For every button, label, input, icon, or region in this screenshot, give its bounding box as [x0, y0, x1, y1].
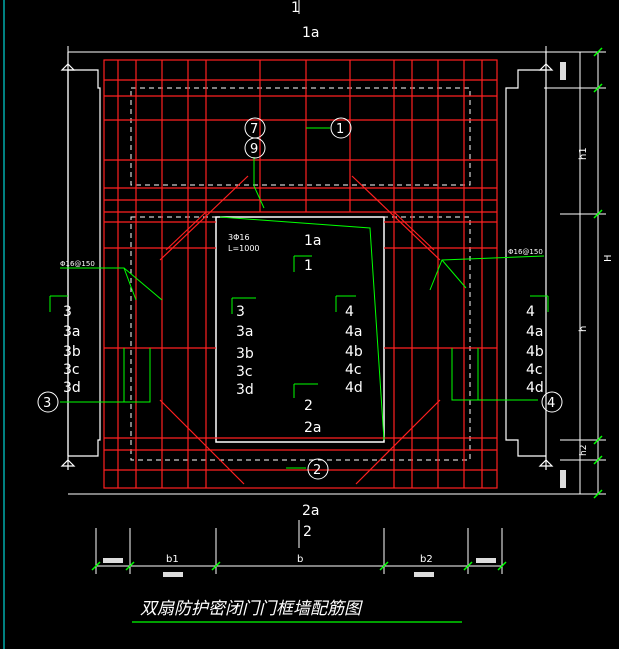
svg-text:4d: 4d: [526, 380, 544, 396]
center-1a-label: 1a: [304, 233, 322, 249]
callout-7-text: 7: [250, 122, 258, 137]
bottom-2a-label: 2a: [302, 503, 320, 519]
bar-size-note: 3Φ16: [228, 233, 250, 242]
callout-9-circle: [244, 137, 266, 159]
bar-length-note: L=1000: [228, 244, 260, 253]
inner-2-label: 2: [304, 398, 313, 414]
top-axis-1-label: 1: [291, 0, 300, 16]
dim-b-label: b: [297, 554, 303, 565]
callout-4-circle: [541, 391, 563, 413]
right-dimension-ticks: [593, 47, 603, 499]
svg-text:4b: 4b: [526, 344, 544, 360]
callout-1-circle: [330, 117, 352, 139]
svg-text:3a: 3a: [236, 324, 254, 340]
callout-1-text: 1: [336, 122, 344, 137]
svg-text:3b: 3b: [63, 344, 81, 360]
svg-text:3: 3: [63, 304, 72, 320]
dim-b2-label: b2: [420, 554, 433, 565]
inner-2a-label: 2a: [304, 420, 322, 436]
drawing-title: 双扇防护密闭门门框墙配筋图: [140, 599, 363, 619]
center-1-label: 1: [304, 258, 313, 274]
svg-text:3c: 3c: [63, 362, 80, 378]
door-opening: [215, 216, 385, 443]
dim-h-label: h: [578, 326, 589, 332]
svg-text:3d: 3d: [63, 380, 81, 396]
bottom-2-label: 2: [303, 524, 312, 540]
dashed-outline: [130, 87, 471, 461]
wall-outline: [60, 52, 554, 470]
svg-text:4c: 4c: [526, 362, 543, 378]
dim-h2-label: h2: [579, 445, 589, 456]
callout-3-text: 3: [43, 396, 51, 411]
svg-text:3b: 3b: [236, 346, 254, 362]
dim-H-label: H: [603, 254, 614, 262]
center-left-label-group: 3 3a 3b 3c 3d: [236, 304, 254, 398]
svg-text:4a: 4a: [345, 324, 363, 340]
callout-9-text: 9: [250, 142, 258, 157]
left-label-group: 3 3a 3b 3c 3d: [63, 304, 81, 396]
right-label-group: 4 4a 4b 4c 4d: [526, 304, 544, 396]
svg-text:3d: 3d: [236, 382, 254, 398]
top-axis-1a-label: 1a: [302, 25, 320, 41]
svg-text:4a: 4a: [526, 324, 544, 340]
callout-2-text: 2: [313, 463, 321, 478]
small-note-blocks: [103, 62, 566, 577]
svg-text:4d: 4d: [345, 380, 363, 396]
rebar-grid: [103, 59, 498, 489]
bottom-dimension-ticks: [91, 561, 507, 571]
callout-circles: [37, 117, 563, 480]
leader-lines: [49, 127, 549, 469]
dim-h1-label: h1: [578, 147, 589, 160]
callout-3-circle: [37, 391, 59, 413]
svg-text:4c: 4c: [345, 362, 362, 378]
dim-b1-label: b1: [166, 554, 179, 565]
callout-4-text: 4: [547, 396, 555, 411]
svg-text:4b: 4b: [345, 344, 363, 360]
left-spacing-note: Φ16@150: [60, 260, 95, 268]
svg-text:3: 3: [236, 304, 245, 320]
center-right-label-group: 4 4a 4b 4c 4d: [345, 304, 363, 396]
svg-text:4: 4: [526, 304, 535, 320]
svg-text:3a: 3a: [63, 324, 81, 340]
svg-text:4: 4: [345, 304, 354, 320]
svg-text:3c: 3c: [236, 364, 253, 380]
callout-2-circle: [307, 458, 329, 480]
right-spacing-note: Φ16@150: [508, 248, 543, 256]
right-dimension-chain: [544, 51, 606, 495]
